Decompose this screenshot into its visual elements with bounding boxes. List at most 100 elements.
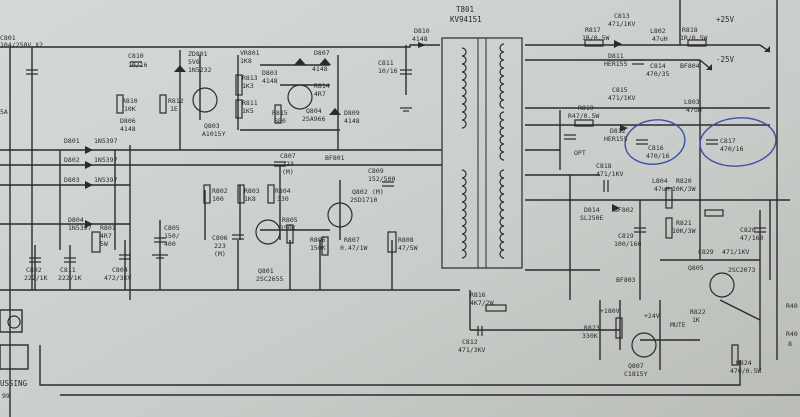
- label-q804-part: 2SA966: [302, 115, 326, 123]
- transformer-winding: [461, 47, 467, 129]
- label-r811-value: 1K5: [242, 107, 254, 115]
- label-l803-value: 47uH: [686, 106, 702, 114]
- label-d804-part: 1N5397: [68, 224, 92, 232]
- transistor-q805: [709, 272, 735, 298]
- label-c804-value: 472/3KV: [104, 274, 131, 282]
- transformer-ref: T801: [456, 5, 474, 14]
- label-r806: R806: [310, 236, 326, 244]
- label-d803b-part: 1N5397: [94, 176, 118, 184]
- label-r815-value: 680: [274, 117, 286, 125]
- resistor-r823: [615, 317, 623, 339]
- label-c820-value: 47/160: [740, 234, 764, 242]
- label-r802: R802: [212, 187, 228, 195]
- resistor-r810: [116, 94, 124, 114]
- label-d801-part: 1N5397: [94, 137, 118, 145]
- label-r805: R805: [282, 216, 298, 224]
- label-r822-value: 1K: [692, 316, 700, 324]
- label-q802: Q802: [352, 188, 368, 196]
- label-c817: C817: [720, 137, 736, 145]
- label-c801-value: 104/250V.X2: [0, 41, 43, 49]
- capacitor-symbols: [26, 59, 766, 336]
- label-c812: C812: [462, 338, 478, 346]
- connector-block: [0, 309, 29, 370]
- resistor-r816: [485, 304, 507, 312]
- label-d809: D809: [344, 109, 360, 117]
- ground-symbols: [152, 107, 412, 259]
- label-q804: Q804: [306, 107, 322, 115]
- label-c809: C809: [368, 167, 384, 175]
- label-c806-value: 223: [214, 242, 226, 250]
- label-r807: R807: [344, 236, 360, 244]
- resistor-r820: [665, 187, 673, 209]
- label-r821-value: 10K/3W: [672, 227, 696, 235]
- labels-misc: +25V -25V OPT +180V +24V R40 R40 8 USSIN…: [0, 15, 798, 400]
- labels-mid: C807 223 (M) R803 1K8 R804 330 R802 100 …: [212, 152, 418, 283]
- label-c810: C810: [128, 52, 144, 60]
- label-c810-value: 10/16: [128, 61, 148, 69]
- label-c816-value: 470/16: [646, 152, 670, 160]
- label-c809-value: 152/500: [368, 175, 395, 183]
- label-l802-value: 47uH: [652, 35, 668, 43]
- label-r819: R819: [578, 104, 594, 112]
- label-r823: R823: [584, 324, 600, 332]
- label-c813: C813: [614, 12, 630, 20]
- label-c807: C807: [280, 152, 296, 160]
- transistor-q802: [327, 202, 353, 228]
- label-c802-value: 222/1K: [24, 274, 48, 282]
- label-r40-a: R40: [786, 302, 798, 310]
- label-r819-value: R47/0.5W: [568, 112, 599, 120]
- labels-left: D801 1N5397 D802 1N5397 D803 1N5397 D804…: [0, 108, 180, 282]
- label-d803: D803: [262, 69, 278, 77]
- label-d804: D804: [68, 216, 84, 224]
- label-d807: D807: [314, 49, 330, 57]
- label-r801-w: 5W: [100, 240, 108, 248]
- label-r807-value: 0.47/1W: [340, 244, 367, 252]
- label-r803-value: 1K8: [244, 195, 256, 203]
- label-c829-value: 471/1KV: [722, 248, 749, 256]
- label-r812-value: 1E: [170, 105, 178, 113]
- label-d803-part: 4148: [262, 77, 278, 85]
- label-c820: C820: [740, 226, 756, 234]
- label-r811: R811: [242, 99, 258, 107]
- label-r820: R820: [676, 177, 692, 185]
- label-l804-value: 47uH: [654, 185, 670, 193]
- label-d806-part: 4148: [120, 125, 136, 133]
- label-r815: R815: [272, 109, 288, 117]
- label-q802-part: 2SD1710: [350, 196, 377, 204]
- label-d807-part: 4148: [312, 65, 328, 73]
- resistor-r807: [321, 236, 329, 256]
- label-d810: D810: [414, 27, 430, 35]
- label-q803: Q803: [204, 122, 220, 130]
- resistor-r815: [274, 104, 282, 124]
- label-q803-part: A1015Y: [202, 130, 226, 138]
- resistor-r821: [665, 217, 673, 239]
- resistor-r801: [91, 231, 101, 253]
- label-plus-180v: +180V: [600, 307, 620, 315]
- label-c811: C811: [378, 59, 394, 67]
- label-c818-value: 471/1KV: [596, 170, 623, 178]
- resistor-r803: [237, 184, 245, 204]
- label-c811-value: 10/16: [378, 67, 398, 75]
- label-r818-value: 1R/0.5W: [680, 34, 707, 42]
- label-d814: D814: [584, 206, 600, 214]
- label-zd801-v: 5V6: [188, 58, 200, 66]
- resistor-r813: [235, 74, 243, 96]
- transformer-winding: [499, 111, 505, 161]
- resistor-r804: [267, 184, 275, 204]
- transformer-winding: [461, 169, 467, 259]
- label-c806: C806: [212, 234, 228, 242]
- label-c811b: C811: [60, 266, 76, 274]
- label-8: 8: [788, 340, 792, 348]
- label-r801: R801: [100, 224, 116, 232]
- resistor-r812: [159, 94, 167, 114]
- label-c815: C815: [612, 86, 628, 94]
- label-c811b-value: 222/1K: [58, 274, 82, 282]
- resistor-r811: [235, 99, 243, 119]
- annotation-circles: [624, 117, 777, 167]
- label-q805: Q805: [688, 264, 704, 272]
- label-q805-part: 2SC2073: [728, 266, 755, 274]
- resistor-r811b: [704, 209, 724, 217]
- connector-text: USSING: [0, 379, 28, 388]
- label-r823-value: 330K: [582, 332, 598, 340]
